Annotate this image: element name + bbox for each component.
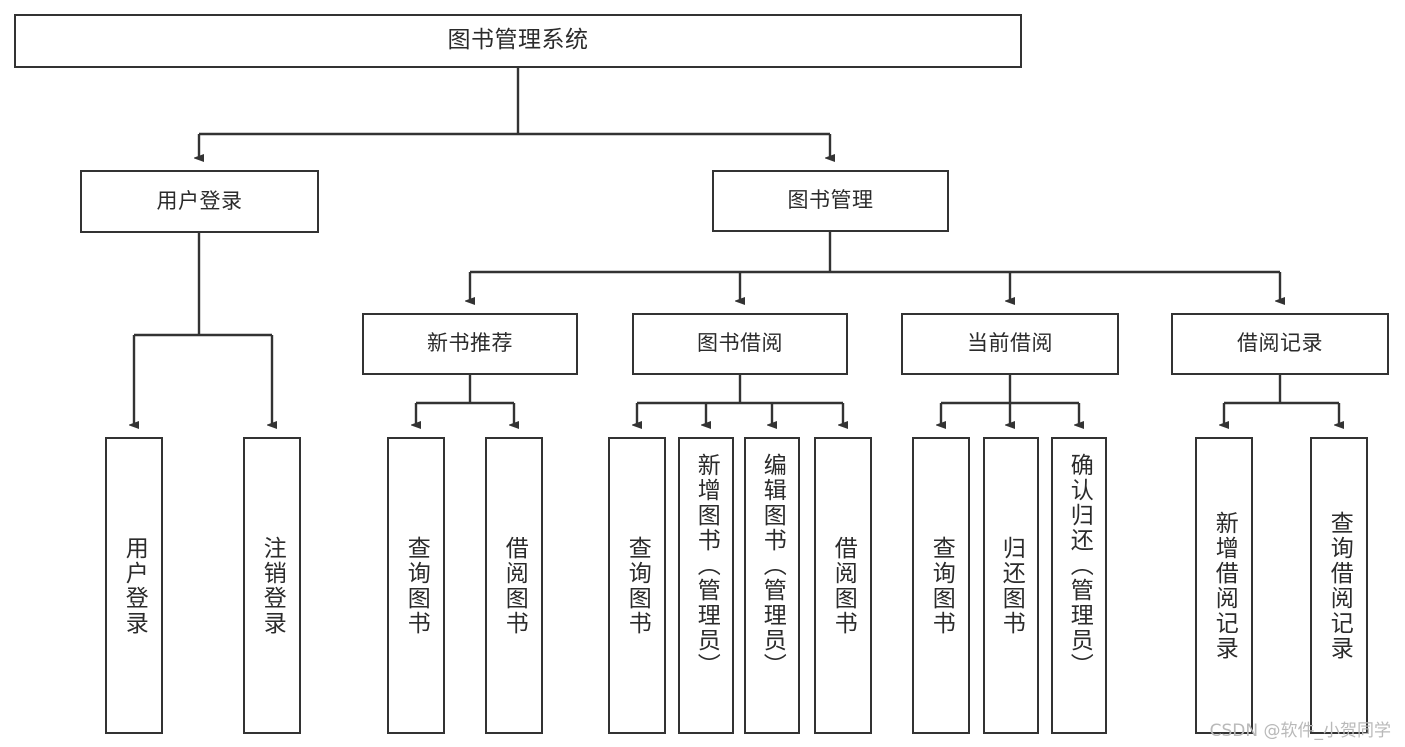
node-borrow-record[interactable]: 借阅记录 — [1171, 313, 1389, 375]
node-label: 借阅图书 — [830, 535, 857, 636]
node-label: 图书管理 — [787, 188, 874, 213]
node-label: 查询图书 — [624, 535, 651, 636]
leaf-record-query-record[interactable]: 查询借阅记录 — [1310, 437, 1368, 734]
node-label: 查询借阅记录 — [1326, 510, 1353, 661]
leaf-borrow-query-book[interactable]: 查询图书 — [608, 437, 666, 734]
leaf-borrow-borrow-book[interactable]: 借阅图书 — [814, 437, 872, 734]
node-label: 借阅记录 — [1237, 331, 1323, 356]
node-label: 当前借阅 — [967, 331, 1053, 356]
leaf-user-login-login[interactable]: 用户登录 — [105, 437, 163, 734]
node-label: 新增借阅记录 — [1211, 510, 1238, 661]
node-label: 注销登录 — [259, 535, 286, 636]
node-label: 图书管理系统 — [447, 27, 589, 54]
node-label: 查询图书 — [403, 535, 430, 636]
leaf-recommend-borrow-book[interactable]: 借阅图书 — [485, 437, 543, 734]
leaf-current-confirm-return-admin[interactable]: 确认归还（管理员） — [1051, 437, 1107, 734]
node-new-book-recommend[interactable]: 新书推荐 — [362, 313, 578, 375]
leaf-current-query-book[interactable]: 查询图书 — [912, 437, 970, 734]
leaf-recommend-query-book[interactable]: 查询图书 — [387, 437, 445, 734]
node-label: 归还图书 — [998, 535, 1025, 636]
node-label: 图书借阅 — [697, 331, 783, 356]
node-label: 确认归还（管理员） — [1066, 453, 1093, 678]
node-user-login[interactable]: 用户登录 — [80, 170, 319, 233]
node-label: 编辑图书（管理员） — [759, 453, 786, 678]
node-label: 用户登录 — [121, 535, 148, 636]
leaf-current-return-book[interactable]: 归还图书 — [983, 437, 1039, 734]
leaf-record-add-record[interactable]: 新增借阅记录 — [1195, 437, 1253, 734]
leaf-borrow-edit-book-admin[interactable]: 编辑图书（管理员） — [744, 437, 800, 734]
node-label: 查询图书 — [928, 535, 955, 636]
node-book-borrow[interactable]: 图书借阅 — [632, 313, 848, 375]
node-label: 新书推荐 — [427, 331, 513, 356]
node-label: 借阅图书 — [501, 535, 528, 636]
node-book-management[interactable]: 图书管理 — [712, 170, 949, 232]
node-label: 用户登录 — [156, 188, 243, 213]
node-current-borrow[interactable]: 当前借阅 — [901, 313, 1119, 375]
leaf-borrow-add-book-admin[interactable]: 新增图书（管理员） — [678, 437, 734, 734]
node-label: 新增图书（管理员） — [693, 453, 720, 678]
node-root-system[interactable]: 图书管理系统 — [14, 14, 1022, 68]
leaf-user-login-logout[interactable]: 注销登录 — [243, 437, 301, 734]
